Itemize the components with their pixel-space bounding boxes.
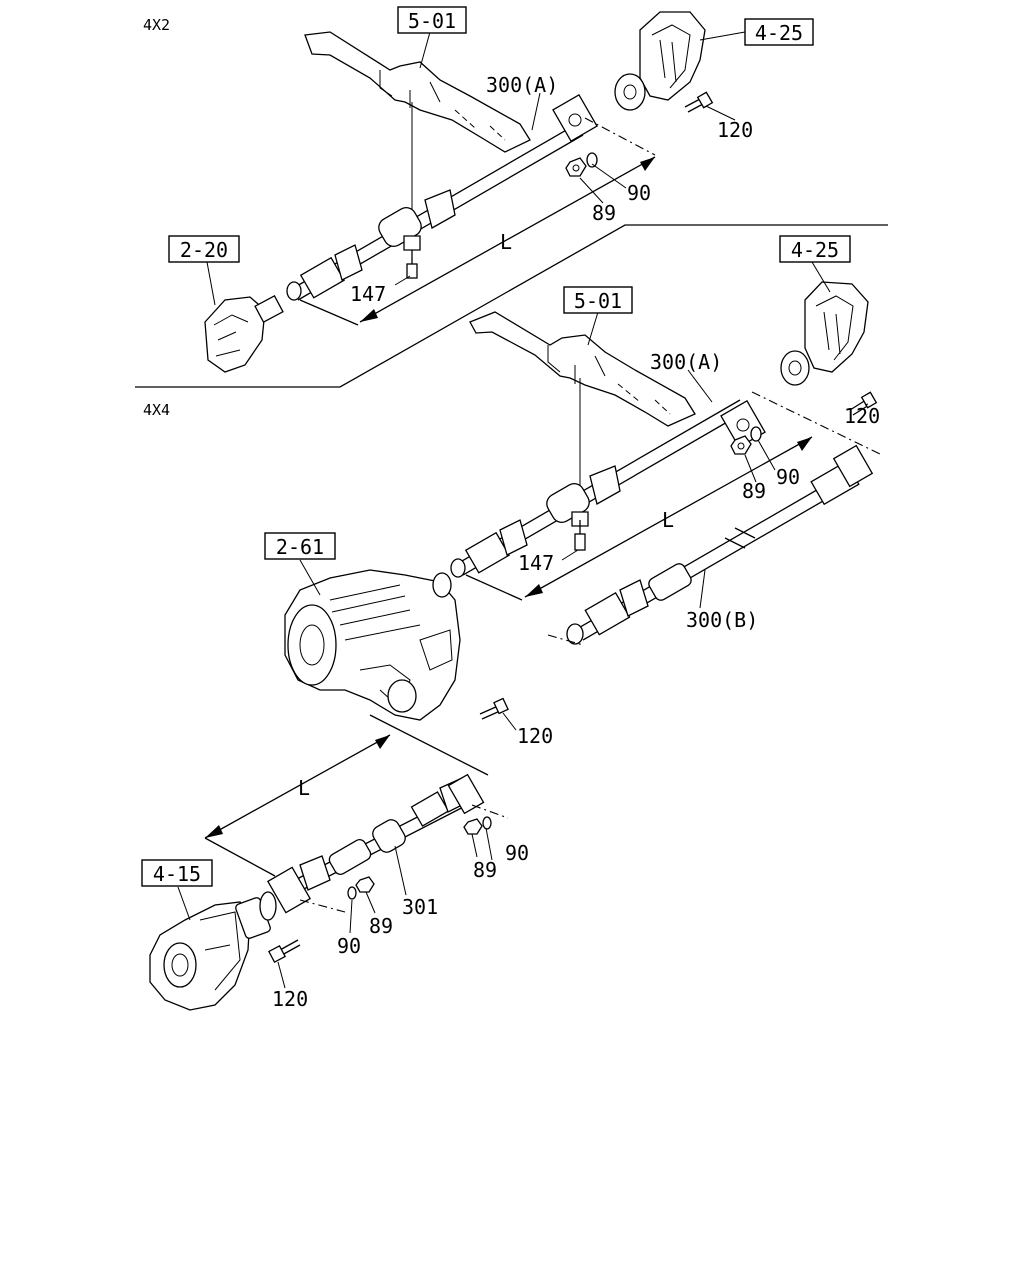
label-l-front: L <box>298 776 310 800</box>
section-label-4x2: 4X2 <box>143 16 170 34</box>
label-90-front-b: 90 <box>337 934 361 958</box>
nut-89-front-a <box>463 818 483 835</box>
washer-90-front-a <box>482 816 492 830</box>
svg-text:2-20: 2-20 <box>180 238 228 262</box>
label-147-top: 147 <box>350 282 386 306</box>
svg-text:4-25: 4-25 <box>791 238 839 262</box>
section-divider <box>135 224 888 388</box>
frame-crossmember-top <box>304 31 531 153</box>
section-label-4x4: 4X4 <box>143 401 170 419</box>
dimension-l-front <box>204 714 489 877</box>
nut-89-top <box>565 157 587 177</box>
label-89-front-a: 89 <box>473 858 497 882</box>
nut-89-front-b <box>355 876 375 893</box>
svg-text:5-01: 5-01 <box>408 9 456 33</box>
label-120-transfer-case: 120 <box>517 724 553 748</box>
label-301: 301 <box>402 895 438 919</box>
ref-box-rear-axle-top: 4-25 <box>744 18 814 46</box>
label-300b: 300(B) <box>686 608 758 632</box>
leader-lines <box>177 31 869 989</box>
front-propeller-shaft-301 <box>266 773 509 914</box>
washer-90-bottom <box>750 426 762 442</box>
front-axle-housing <box>149 891 277 1011</box>
propeller-shaft-300a-bottom <box>450 399 766 578</box>
label-90-top: 90 <box>627 181 651 205</box>
label-120-front: 120 <box>272 987 308 1011</box>
ref-box-front-axle: 4-15 <box>141 859 213 887</box>
frame-crossmember-bottom <box>469 311 696 427</box>
label-89-top: 89 <box>592 201 616 225</box>
bolt-120-rear-bottom <box>849 391 878 416</box>
svg-text:4-25: 4-25 <box>755 21 803 45</box>
ref-box-frame-bottom: 5-01 <box>563 286 633 314</box>
svg-text:2-61: 2-61 <box>276 535 324 559</box>
bolt-120-transfer-case <box>479 697 509 720</box>
transfer-case <box>284 569 461 721</box>
label-90-front-a: 90 <box>505 841 529 865</box>
propeller-shaft-300a-top <box>286 94 598 301</box>
ref-box-frame-top: 5-01 <box>397 6 467 34</box>
transmission-top <box>204 295 284 373</box>
bolt-147-bottom <box>574 520 586 551</box>
label-l-bottom: L <box>662 508 674 532</box>
svg-text:4-15: 4-15 <box>153 862 201 886</box>
bolt-120-top <box>684 91 714 113</box>
label-300a-top: 300(A) <box>486 73 558 97</box>
label-300a-bottom: 300(A) <box>650 350 722 374</box>
ref-box-transmission-top: 2-20 <box>168 235 240 263</box>
label-120-rear-bottom: 120 <box>844 404 880 428</box>
rear-axle-housing-top <box>614 11 706 111</box>
washer-90-front-b <box>347 886 357 900</box>
bolt-147-top <box>406 250 418 279</box>
label-89-front-b: 89 <box>369 914 393 938</box>
rear-axle-housing-bottom <box>780 281 869 386</box>
label-90-bottom: 90 <box>776 465 800 489</box>
ref-box-rear-axle-bottom: 4-25 <box>779 235 851 263</box>
dimension-l-top <box>299 117 656 326</box>
label-147-bottom: 147 <box>518 551 554 575</box>
label-l-top: L <box>500 230 512 254</box>
nut-89-bottom <box>730 435 752 455</box>
dimension-l-bottom <box>465 391 883 601</box>
ref-box-transfer-case: 2-61 <box>264 532 336 560</box>
label-120-top: 120 <box>717 118 753 142</box>
svg-text:5-01: 5-01 <box>574 289 622 313</box>
propeller-shaft-300b <box>547 444 874 646</box>
washer-90-top <box>586 152 598 168</box>
bolt-120-front <box>268 939 301 963</box>
label-89-bottom: 89 <box>742 479 766 503</box>
